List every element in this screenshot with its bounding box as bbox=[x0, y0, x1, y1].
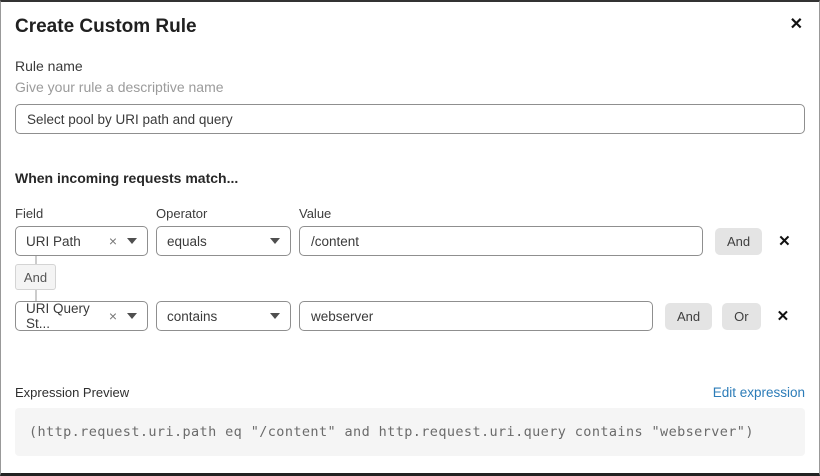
expression-preview-label: Expression Preview bbox=[15, 385, 130, 400]
field-select[interactable]: URI Query St... × bbox=[15, 301, 148, 331]
and-connector: And bbox=[15, 256, 56, 301]
clear-selection-icon[interactable]: × bbox=[108, 233, 117, 249]
connector-line bbox=[34, 256, 37, 264]
preview-header: Expression Preview Edit expression bbox=[15, 385, 805, 400]
dialog-title: Create Custom Rule bbox=[15, 16, 197, 37]
value-input[interactable] bbox=[299, 226, 703, 256]
column-labels: Field Operator Value bbox=[15, 206, 805, 221]
remove-row-icon[interactable]: ✕ bbox=[776, 307, 790, 325]
chevron-down-icon bbox=[270, 313, 280, 319]
expression-text: (http.request.uri.path eq "/content" and… bbox=[29, 424, 754, 440]
operator-select[interactable]: contains bbox=[156, 301, 291, 331]
chevron-down-icon bbox=[127, 238, 137, 244]
chevron-down-icon bbox=[270, 238, 280, 244]
operator-column-label: Operator bbox=[156, 206, 208, 221]
chevron-down-icon bbox=[127, 313, 137, 319]
rule-name-input[interactable] bbox=[15, 104, 805, 134]
expression-preview-section: Expression Preview Edit expression (http… bbox=[15, 385, 805, 456]
rule-name-label: Rule name bbox=[15, 58, 83, 74]
and-connector-badge: And bbox=[15, 264, 56, 290]
match-section: When incoming requests match... Field Op… bbox=[15, 168, 805, 331]
expression-code-block: (http.request.uri.path eq "/content" and… bbox=[15, 408, 805, 456]
condition-row: URI Query St... × contains And Or ✕ bbox=[15, 301, 805, 331]
remove-row-icon[interactable]: ✕ bbox=[778, 232, 791, 250]
dialog-header: Create Custom Rule ✕ bbox=[15, 14, 805, 40]
add-and-button[interactable]: And bbox=[715, 227, 763, 255]
rule-name-section: Rule name Give your rule a descriptive n… bbox=[15, 56, 805, 134]
add-or-button[interactable]: Or bbox=[722, 302, 761, 330]
clear-selection-icon[interactable]: × bbox=[108, 308, 117, 324]
close-icon[interactable]: ✕ bbox=[789, 16, 803, 33]
value-input[interactable] bbox=[299, 301, 653, 331]
field-select-value: URI Path bbox=[26, 233, 81, 249]
add-and-button[interactable]: And bbox=[665, 302, 713, 330]
condition-row: URI Path × equals And ✕ bbox=[15, 226, 805, 256]
field-select[interactable]: URI Path × bbox=[15, 226, 148, 256]
rule-name-hint: Give your rule a descriptive name bbox=[15, 79, 224, 95]
match-heading: When incoming requests match... bbox=[15, 170, 239, 186]
connector-line bbox=[34, 290, 37, 301]
operator-select-value: contains bbox=[167, 308, 218, 324]
value-column-label: Value bbox=[299, 206, 332, 221]
edit-expression-link[interactable]: Edit expression bbox=[712, 385, 805, 400]
field-select-value: URI Query St... bbox=[26, 301, 90, 331]
operator-select[interactable]: equals bbox=[156, 226, 291, 256]
operator-select-value: equals bbox=[167, 233, 207, 249]
field-column-label: Field bbox=[15, 206, 44, 221]
